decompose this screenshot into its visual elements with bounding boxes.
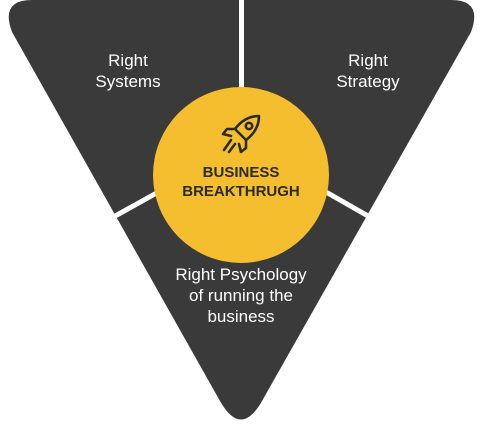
segment-label-right-strategy: Right Strategy bbox=[336, 51, 400, 91]
center-title: BUSINESS BREAKTHRUGH bbox=[182, 164, 300, 200]
rocket-icon bbox=[221, 114, 261, 154]
segment-label-right-psychology: Right Psychology of running the business bbox=[175, 265, 307, 326]
center-circle bbox=[153, 87, 329, 263]
segment-label-right-systems: Right Systems bbox=[95, 51, 161, 91]
